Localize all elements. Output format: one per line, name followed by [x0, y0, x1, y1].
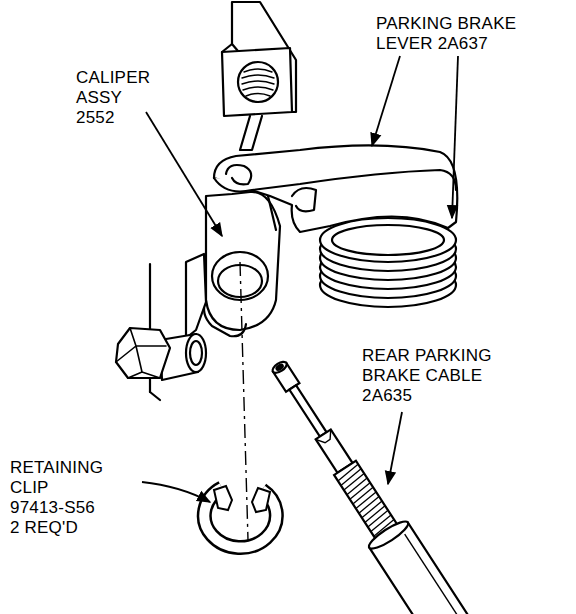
return-spring — [320, 218, 456, 307]
callout-label: REAR PARKING BRAKE CABLE 2A635 — [362, 346, 492, 406]
callout-label: PARKING BRAKE LEVER 2A637 — [376, 14, 516, 54]
leader-line — [388, 412, 402, 484]
leader-line — [146, 112, 222, 236]
leader-line — [372, 56, 400, 146]
leader-lines — [142, 56, 458, 502]
retaining-clip — [204, 486, 276, 548]
mounting-block — [222, 2, 296, 150]
leader-line — [452, 56, 458, 218]
centerline — [240, 262, 248, 540]
caliper-lug — [204, 192, 280, 336]
callout-label: RETAINING CLIP 97413-S56 2 REQ'D — [10, 458, 103, 538]
callout-label: CALIPER ASSY 2552 — [76, 68, 150, 128]
leader-line — [142, 482, 210, 502]
bolt — [116, 328, 206, 380]
